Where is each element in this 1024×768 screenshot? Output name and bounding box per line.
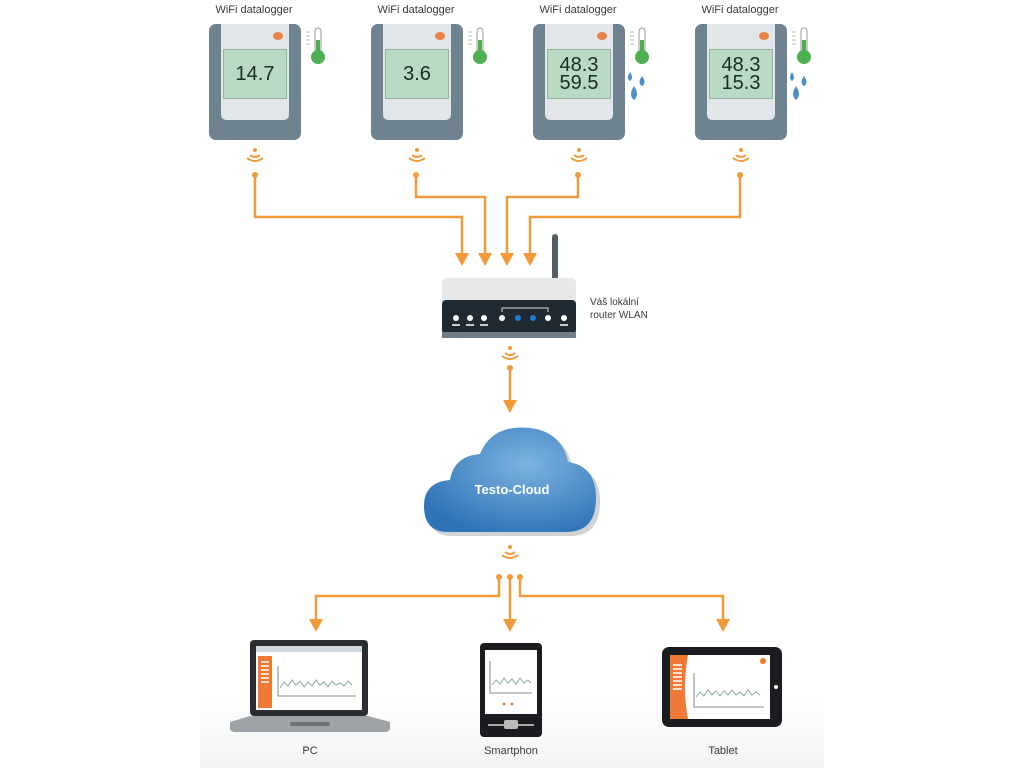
thermometer-icon <box>468 27 487 64</box>
reading-line-1: 48.3 <box>721 54 761 76</box>
background-left <box>0 0 200 768</box>
edge-cloud-pc <box>314 577 501 620</box>
router-label-line-2: router WLAN <box>590 310 648 321</box>
connector-dot <box>496 574 502 580</box>
device-label-pc: PC <box>302 745 318 757</box>
edge-logger-3-router <box>505 175 580 254</box>
thermometer-icon <box>792 27 811 64</box>
testo-logo-icon <box>273 32 283 40</box>
connector-dot <box>252 172 258 178</box>
logger-3-title: WiFi datalogger <box>539 4 617 16</box>
reading-line-1: 48.3 <box>559 54 599 76</box>
connector-dot <box>507 365 513 371</box>
reading-line-1: 14.7 <box>235 63 275 85</box>
testo-logo-icon <box>597 32 607 40</box>
arrowhead <box>503 619 517 632</box>
tablet-icon <box>662 647 782 727</box>
thermometer-icon <box>630 27 649 64</box>
reading-line-1: 3.6 <box>403 63 431 85</box>
router-icon <box>442 234 576 338</box>
edge-logger-4-router <box>528 175 742 254</box>
edge-logger-1-router <box>253 175 464 254</box>
arrowhead <box>523 253 537 266</box>
logger-display: 48.3 59.5 <box>547 49 611 99</box>
connector-dot <box>517 574 523 580</box>
logger-4-title: WiFi datalogger <box>701 4 779 16</box>
device-label-tablet: Tablet <box>708 745 738 757</box>
arrowhead <box>309 619 323 632</box>
device-label-smartphone: Smartphon <box>484 745 538 757</box>
logger-display: 3.6 <box>385 49 449 99</box>
testo-logo-icon <box>759 32 769 40</box>
connector-dot <box>737 172 743 178</box>
connector-dot <box>413 172 419 178</box>
router-label-line-1: Váš lokální <box>590 297 639 308</box>
smartphone-icon <box>480 643 542 737</box>
logger-1-title: WiFi datalogger <box>215 4 293 16</box>
wifi-signal-icon <box>408 148 426 162</box>
reading-line-2: 15.3 <box>721 72 761 94</box>
laptop-icon <box>230 640 390 732</box>
arrowhead <box>478 253 492 266</box>
arrowhead <box>500 253 514 266</box>
cloud-icon <box>424 427 600 536</box>
connector-dot <box>507 574 513 580</box>
edge-logger-2-router <box>414 175 487 254</box>
router-label: Váš lokální router WLAN <box>590 296 670 322</box>
logger-2: 3.6 <box>371 24 463 140</box>
humidity-drops-icon <box>790 72 807 100</box>
logger-display: 14.7 <box>223 49 287 99</box>
arrowhead <box>716 619 730 632</box>
wifi-signal-icon <box>732 148 750 162</box>
connector-dot <box>575 172 581 178</box>
edge-cloud-tablet <box>518 577 725 620</box>
reading-line-2: 59.5 <box>559 72 599 94</box>
wifi-signal-icon <box>570 148 588 162</box>
arrowhead <box>503 400 517 413</box>
cloud-wifi-signal-icon <box>501 545 519 559</box>
logger-2-title: WiFi datalogger <box>377 4 455 16</box>
logger-display: 48.3 15.3 <box>709 49 773 99</box>
arrowhead <box>455 253 469 266</box>
router-wifi-signal-icon <box>501 346 519 360</box>
logger-3: 48.3 59.5 <box>533 24 625 140</box>
logger-4: 48.3 15.3 <box>695 24 787 140</box>
testo-logo-icon <box>435 32 445 40</box>
logger-1: 14.7 <box>209 24 301 140</box>
thermometer-icon <box>306 27 325 64</box>
wifi-signal-icon <box>246 148 264 162</box>
humidity-drops-icon <box>628 72 645 100</box>
